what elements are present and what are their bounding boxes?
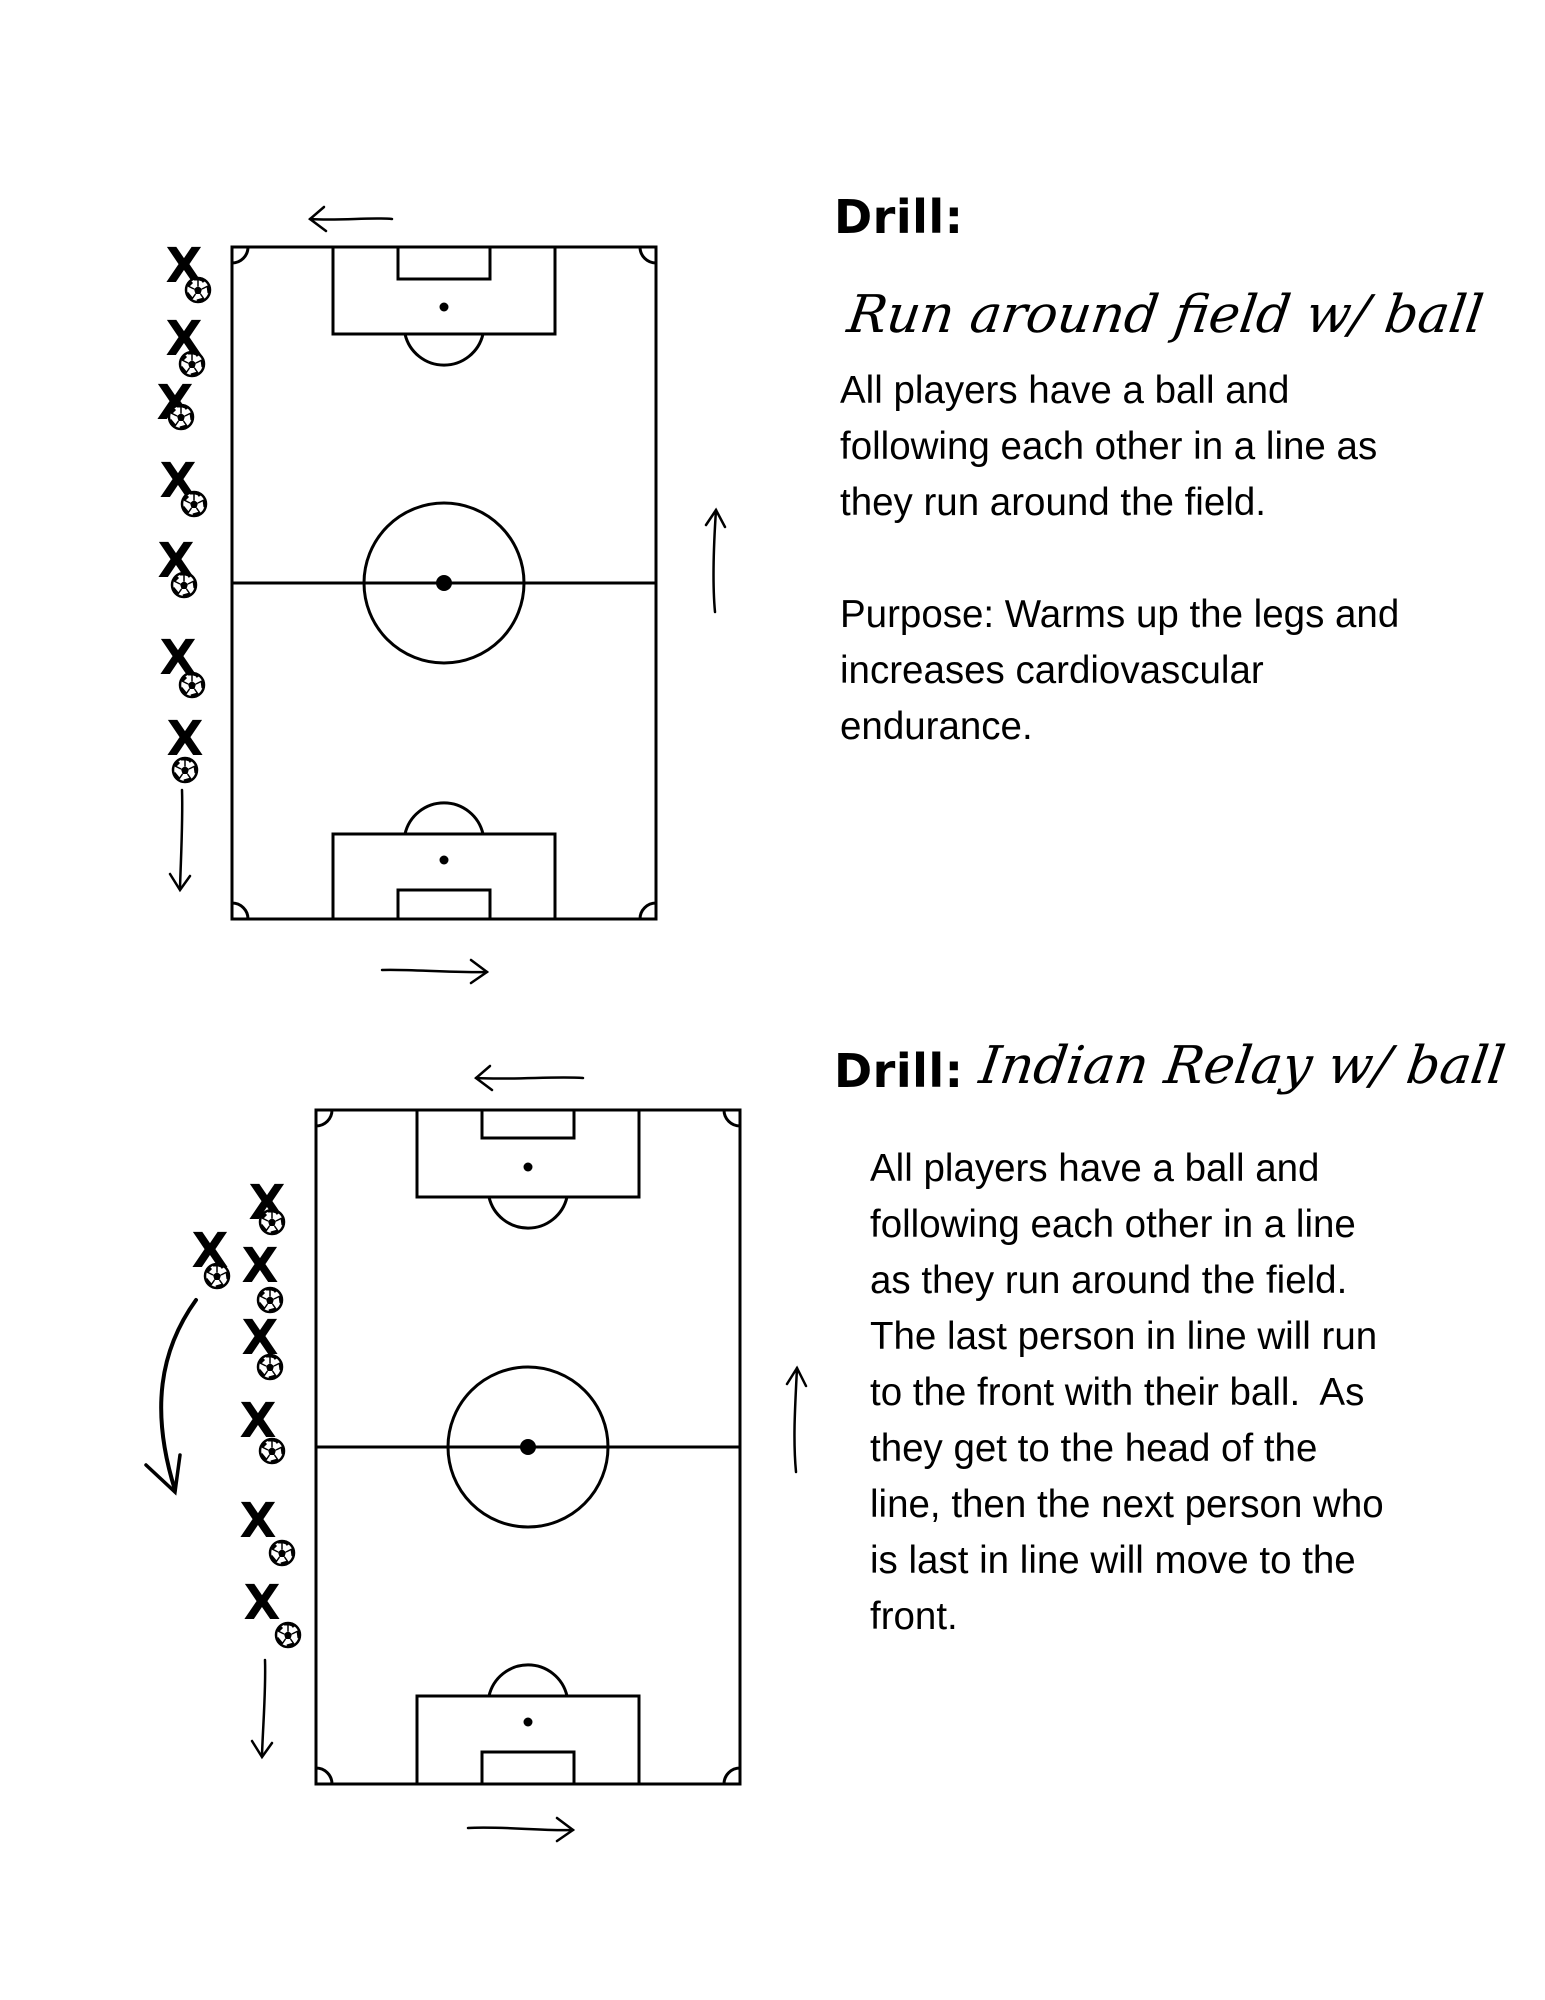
drill-section-2: X X X X X X X bbox=[0, 1010, 1545, 2000]
player-marker: X bbox=[156, 375, 195, 431]
soccer-field bbox=[314, 1108, 742, 1786]
soccer-field-diagram: X X X X X X X bbox=[144, 1064, 808, 1843]
soccer-ball-icon bbox=[256, 1353, 284, 1381]
player-line: X X X X X X X bbox=[191, 1175, 302, 1649]
soccer-ball-icon bbox=[274, 1621, 302, 1649]
player-marker: X bbox=[239, 1393, 286, 1465]
arrow-down-icon bbox=[250, 1658, 274, 1760]
description-line: they run around the field. bbox=[840, 481, 1266, 524]
soccer-ball-icon bbox=[256, 1286, 284, 1314]
penalty-spot-top bbox=[439, 302, 449, 312]
soccer-ball-icon bbox=[170, 571, 198, 599]
svg-text:X: X bbox=[241, 1238, 278, 1294]
penalty-spot-bottom bbox=[523, 1717, 533, 1727]
soccer-ball-icon bbox=[258, 1208, 286, 1236]
arrow-right-icon bbox=[466, 1816, 576, 1843]
soccer-ball-icon bbox=[184, 276, 212, 304]
arrow-up-icon bbox=[785, 1365, 808, 1474]
purpose-line: increases cardiovascular bbox=[840, 649, 1264, 692]
player-marker: X bbox=[166, 711, 204, 784]
player-marker: X bbox=[165, 238, 212, 304]
soccer-ball-icon bbox=[258, 1437, 286, 1465]
player-marker: X bbox=[159, 453, 208, 518]
description-line: is last in line will move to the bbox=[870, 1539, 1356, 1582]
player-marker: X bbox=[241, 1238, 284, 1314]
drill-label: Drill: bbox=[834, 190, 964, 244]
purpose-line: endurance. bbox=[840, 705, 1033, 748]
curved-arrow-icon bbox=[144, 1298, 198, 1496]
player-marker: X bbox=[248, 1175, 286, 1236]
center-spot bbox=[436, 575, 452, 591]
description-line: to the front with their ball. As bbox=[870, 1371, 1365, 1414]
penalty-spot-bottom bbox=[439, 855, 449, 865]
drill-description: All players have a ball and following ea… bbox=[840, 363, 1399, 755]
arrow-right-icon bbox=[380, 958, 490, 985]
soccer-ball-icon bbox=[178, 350, 206, 378]
arrow-left-icon bbox=[474, 1064, 585, 1092]
description-line: front. bbox=[870, 1595, 958, 1638]
drill-section-1: X X X X X X X bbox=[156, 190, 1487, 985]
player-line: X X X X X X X bbox=[156, 238, 212, 784]
svg-text:X: X bbox=[243, 1575, 280, 1631]
soccer-field bbox=[230, 245, 658, 921]
svg-text:X: X bbox=[239, 1493, 276, 1549]
description-line: All players have a ball and bbox=[840, 369, 1290, 412]
soccer-ball-icon bbox=[178, 671, 206, 699]
drill-name: Indian Relay w/ ball bbox=[975, 1036, 1509, 1096]
description-line: The last person in line will run bbox=[870, 1315, 1378, 1358]
purpose-line: Purpose: Warms up the legs and bbox=[840, 593, 1400, 636]
player-marker: X bbox=[243, 1575, 302, 1649]
player-marker: X bbox=[241, 1310, 284, 1381]
drill-label: Drill: bbox=[834, 1044, 964, 1098]
player-marker: X bbox=[239, 1493, 296, 1567]
soccer-ball-icon bbox=[171, 756, 199, 784]
arrow-left-icon bbox=[308, 205, 394, 233]
player-marker: X bbox=[165, 311, 206, 378]
center-spot bbox=[520, 1439, 536, 1455]
soccer-ball-icon bbox=[180, 490, 208, 518]
soccer-ball-icon bbox=[203, 1262, 231, 1290]
drill-description: All players have a ball and following ea… bbox=[870, 1141, 1384, 1645]
soccer-ball-icon bbox=[268, 1539, 296, 1567]
description-line: as they run around the field. bbox=[870, 1259, 1348, 1302]
soccer-ball-icon bbox=[167, 403, 195, 431]
player-marker: X bbox=[191, 1223, 231, 1290]
player-marker: X bbox=[159, 630, 206, 699]
drill-name: Run around field w/ ball bbox=[843, 285, 1487, 345]
player-marker: X bbox=[157, 533, 198, 599]
soccer-field-diagram: X X X X X X X bbox=[156, 205, 727, 985]
arrow-down-icon bbox=[168, 788, 192, 893]
description-line: they get to the head of the bbox=[870, 1427, 1318, 1470]
description-line: following each other in a line as bbox=[840, 425, 1378, 468]
description-line: All players have a ball and bbox=[870, 1147, 1320, 1190]
description-line: line, then the next person who bbox=[870, 1483, 1384, 1526]
penalty-spot-top bbox=[523, 1162, 533, 1172]
arrow-up-icon bbox=[704, 507, 727, 614]
description-line: following each other in a line bbox=[870, 1203, 1356, 1246]
